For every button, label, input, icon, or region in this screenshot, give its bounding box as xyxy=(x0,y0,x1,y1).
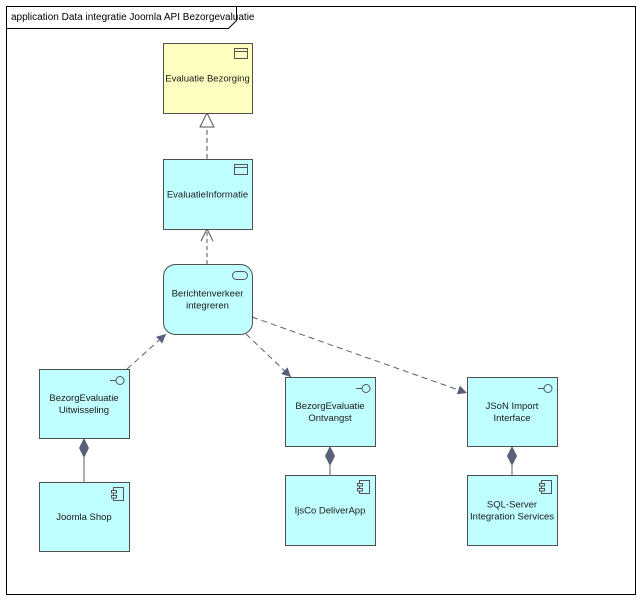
flow-connector[interactable] xyxy=(126,333,167,370)
node-evaluatie-bezorging[interactable]: Evaluatie Bezorging xyxy=(163,43,253,114)
node-ijsco-deliverapp[interactable]: IjsCo DeliverApp xyxy=(285,475,376,546)
diagram-title: application Data integratie Joomla API B… xyxy=(11,12,255,23)
nodes: Evaluatie BezorgingEvaluatieInformatieBe… xyxy=(39,43,558,552)
node-joomla-shop[interactable]: Joomla Shop xyxy=(39,482,130,552)
node-label: EvaluatieInformatie xyxy=(167,190,248,201)
flow-connector[interactable] xyxy=(251,316,468,395)
node-label-line: Interface xyxy=(494,413,531,424)
node-label: Joomla Shop xyxy=(56,512,111,523)
component-icon xyxy=(111,487,124,501)
node-label-line: Evaluatie Bezorging xyxy=(165,74,250,85)
node-shape xyxy=(467,475,558,546)
object-icon xyxy=(234,164,248,175)
connectors xyxy=(79,113,517,482)
interface-icon xyxy=(356,384,371,393)
interface-icon xyxy=(110,376,125,385)
node-label: Evaluatie Bezorging xyxy=(165,74,250,85)
node-label-line: Berichtenverkeer xyxy=(172,289,244,300)
node-label-line: Ontvangst xyxy=(308,413,352,424)
component-icon xyxy=(539,480,552,494)
node-label-line: JSoN Import xyxy=(486,401,539,412)
interface-icon xyxy=(538,384,553,393)
node-label-line: IjsCo DeliverApp xyxy=(295,506,366,517)
flow-connector[interactable] xyxy=(245,333,292,378)
node-label: IjsCo DeliverApp xyxy=(295,506,366,517)
node-shape xyxy=(163,264,253,335)
node-label-line: SQL-Server xyxy=(487,500,537,511)
node-label-line: integreren xyxy=(186,301,229,312)
node-label-line: Uitwisseling xyxy=(59,405,109,416)
node-label-line: BezorgEvaluatie xyxy=(295,401,364,412)
node-label-line: Joomla Shop xyxy=(56,512,111,523)
node-label-line: Integration Services xyxy=(470,512,554,523)
node-shape xyxy=(163,159,253,230)
component-icon xyxy=(357,480,370,494)
node-shape xyxy=(163,43,253,114)
node-evaluatie-informatie[interactable]: EvaluatieInformatie xyxy=(163,159,253,230)
object-icon xyxy=(234,48,248,59)
node-shape xyxy=(285,475,376,546)
service-icon xyxy=(232,271,248,280)
node-shape xyxy=(39,482,130,552)
node-label-line: EvaluatieInformatie xyxy=(167,190,248,201)
node-label-line: BezorgEvaluatie xyxy=(49,393,118,404)
